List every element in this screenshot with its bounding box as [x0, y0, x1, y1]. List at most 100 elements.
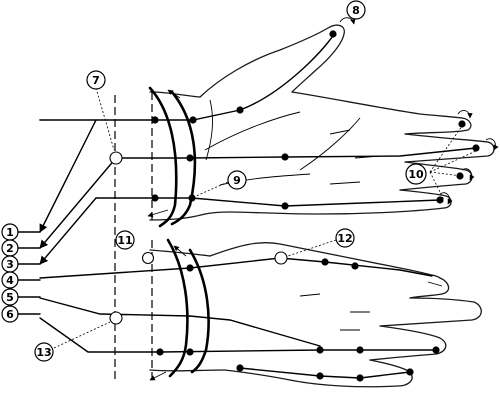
legend-item-5-text: 5 — [6, 291, 14, 304]
upper-tip-arrow-ring — [461, 168, 475, 181]
upper-palm-crease-2 — [299, 117, 361, 171]
lower-forearm-bottom-edge — [149, 369, 226, 372]
lower-point — [356, 374, 364, 382]
leader-9 — [195, 181, 229, 197]
lower-point — [186, 348, 194, 356]
legend-item-4-text: 4 — [6, 274, 14, 287]
upper-thumb-outline — [199, 24, 345, 98]
leader-12 — [287, 239, 337, 257]
lower-point — [316, 346, 324, 354]
special-point-11 — [141, 251, 155, 265]
lower-meridian-7 — [189, 315, 321, 347]
upper-point — [281, 153, 289, 161]
lower-wrist-band-1 — [166, 238, 189, 378]
callout-9: 9 — [227, 170, 247, 190]
lower-point — [156, 348, 164, 356]
upper-tip-arrow-little — [439, 192, 453, 205]
upper-point — [456, 172, 464, 180]
callout-12: 12 — [335, 228, 355, 248]
upper-meridian-3 — [95, 197, 441, 207]
upper-palm-top-edge — [291, 91, 463, 119]
upper-wrist-band-2 — [170, 90, 197, 226]
upper-wrist-band-1 — [148, 86, 178, 228]
callout-8: 8 — [346, 0, 366, 20]
callout-9-text: 9 — [233, 174, 241, 187]
legend-item-1: 1 — [1, 223, 41, 241]
lower-meridian-6 — [39, 317, 437, 353]
upper-point — [472, 144, 480, 152]
callout-13: 13 — [34, 342, 54, 362]
upper-forearm-bottom-edge — [149, 213, 206, 221]
upper-tip-arrow-index — [457, 110, 473, 119]
lower-point — [406, 368, 414, 376]
lower-hand — [39, 238, 482, 388]
connector-1 — [39, 119, 97, 233]
special-point-13 — [109, 311, 123, 325]
upper-thumb-crease — [205, 99, 213, 161]
callout-10: 10 — [405, 163, 427, 185]
lower-meridian-8 — [239, 367, 411, 379]
lower-wrist-band-2 — [188, 248, 210, 374]
upper-tip-arrow-thumb — [339, 17, 356, 25]
lower-middle-finger — [379, 297, 482, 327]
legend-item-3: 3 — [1, 255, 41, 273]
callout-11: 11 — [115, 230, 135, 250]
lower-point — [432, 346, 440, 354]
lower-meridian-5 — [39, 297, 191, 317]
upper-wrist-arrow-top — [167, 89, 181, 99]
upper-tip-arrow-middle — [485, 138, 499, 151]
upper-point — [188, 194, 196, 202]
upper-point — [189, 116, 197, 124]
upper-meridian-1 — [39, 32, 336, 121]
lower-point — [351, 262, 359, 270]
upper-point — [186, 154, 194, 162]
lower-acupoint-dots — [156, 258, 440, 382]
upper-index-finger — [404, 117, 472, 135]
callout-8-text: 8 — [352, 4, 360, 17]
legend-connectors — [39, 119, 117, 265]
callout-7: 7 — [86, 70, 106, 90]
lower-knuckle-lines — [299, 293, 370, 331]
callout-labels: 7 8 9 10 11 12 13 — [34, 0, 427, 362]
callout-11-text: 11 — [117, 234, 132, 247]
leader-10-c — [429, 171, 463, 177]
special-point-12 — [274, 251, 288, 265]
upper-point — [458, 120, 466, 128]
leader-10-d — [429, 171, 445, 201]
upper-point — [151, 194, 159, 202]
special-points — [109, 151, 288, 325]
leader-13 — [53, 321, 111, 349]
lower-forearm-top-edge — [149, 249, 211, 257]
lower-point — [316, 372, 324, 380]
upper-middle-finger — [404, 133, 495, 163]
lower-wrist-arrow-top — [173, 245, 187, 257]
legend-item-5: 5 — [1, 288, 41, 306]
lower-ring-finger — [369, 325, 447, 361]
connector-2 — [39, 157, 117, 249]
legend-item-2: 2 — [1, 239, 41, 257]
left-legend: 1 2 3 4 5 6 — [1, 223, 41, 323]
upper-meridian-2 — [115, 147, 477, 159]
callout-13-text: 13 — [36, 346, 51, 359]
lower-meridian-4 — [39, 257, 433, 279]
upper-acupoint-dots — [151, 30, 480, 210]
lower-point — [321, 258, 329, 266]
leader-7 — [95, 87, 115, 151]
legend-item-1-text: 1 — [6, 226, 14, 239]
lower-hand-top-edge — [209, 241, 441, 279]
lower-point — [356, 346, 364, 354]
lower-nail-index — [427, 281, 443, 287]
leader-10-a — [429, 125, 463, 173]
callout-12-text: 12 — [337, 232, 352, 245]
callout-leaders — [53, 87, 479, 349]
leader-10-b — [429, 149, 479, 173]
legend-item-4: 4 — [1, 271, 41, 289]
lower-point — [186, 264, 194, 272]
upper-point — [436, 196, 444, 204]
special-point-7 — [109, 151, 123, 165]
upper-little-finger — [319, 189, 452, 215]
upper-point — [151, 116, 159, 124]
legend-item-6-text: 6 — [6, 308, 14, 321]
